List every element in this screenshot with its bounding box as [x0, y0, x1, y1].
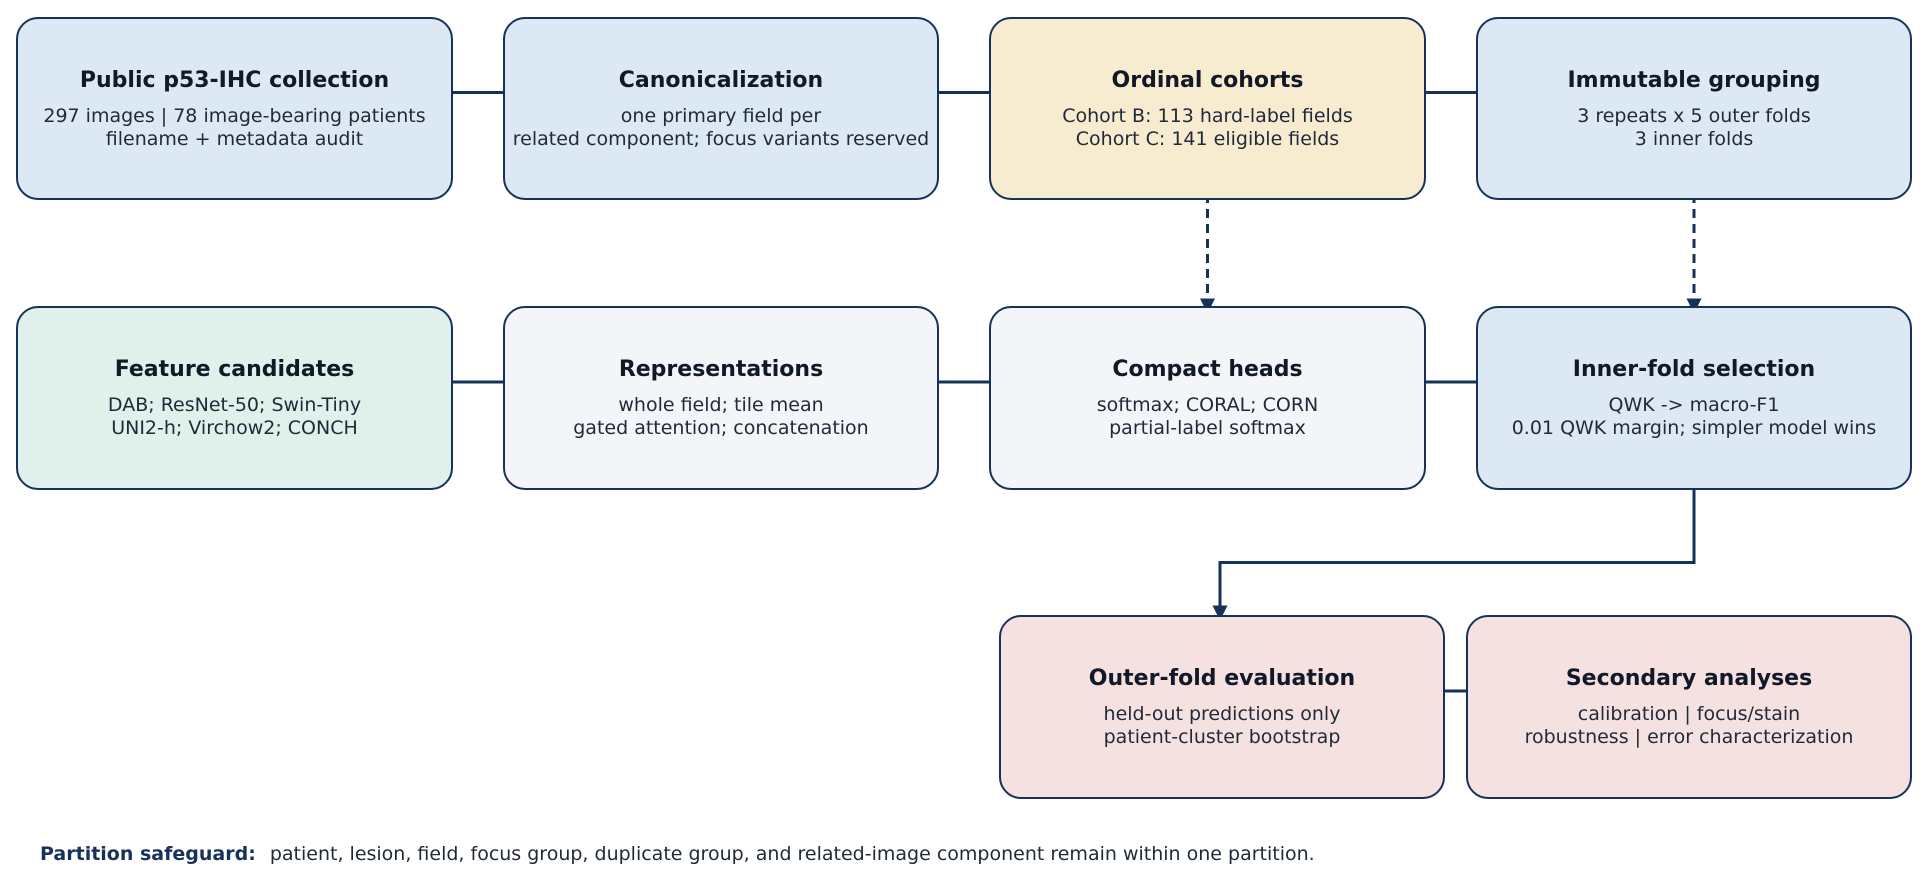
node-detail-line: softmax; CORAL; CORN	[1096, 394, 1319, 416]
node-detail-line: held-out predictions only	[1103, 703, 1341, 725]
node-title: Feature candidates	[114, 357, 355, 382]
node-detail-line: 0.01 QWK margin; simpler model wins	[1511, 417, 1877, 439]
node-title: Secondary analyses	[1565, 666, 1813, 691]
node-detail-line: QWK -> macro-F1	[1608, 394, 1780, 416]
node-detail-line: one primary field per	[620, 104, 822, 127]
node-title: Canonicalization	[618, 67, 824, 93]
node-detail-line: whole field; tile mean	[618, 394, 824, 416]
node-detail-line: 3 repeats x 5 outer folds	[1577, 104, 1811, 127]
node-immutable-grouping: Immutable grouping 3 repeats x 5 outer f…	[1476, 17, 1912, 200]
node-ordinal-cohorts: Ordinal cohorts Cohort B: 113 hard-label…	[989, 17, 1426, 200]
node-detail-line: Cohort C: 141 eligible fields	[1075, 127, 1340, 150]
node-detail-line: 297 images | 78 image-bearing patients	[43, 104, 426, 127]
node-public-p53-ihc-collection: Public p53-IHC collection 297 images | 7…	[16, 17, 453, 200]
node-detail-line: calibration | focus/stain	[1577, 703, 1801, 725]
node-representations: Representations whole field; tile mean g…	[503, 306, 939, 490]
node-inner-fold-selection: Inner-fold selection QWK -> macro-F1 0.0…	[1476, 306, 1912, 490]
node-detail-line: DAB; ResNet-50; Swin-Tiny	[107, 394, 362, 416]
node-title: Representations	[618, 357, 824, 382]
node-detail-line: related component; focus variants reserv…	[512, 127, 930, 150]
arrow-inner-fold-selection-to-outer-fold-evaluation	[1212, 476, 1696, 621]
partition-safeguard-text: patient, lesion, field, focus group, dup…	[269, 843, 1315, 865]
node-canonicalization: Canonicalization one primary field per r…	[503, 17, 939, 200]
node-compact-heads: Compact heads softmax; CORAL; CORN parti…	[989, 306, 1426, 490]
node-detail-line: patient-cluster bootstrap	[1103, 726, 1341, 748]
node-detail-line: robustness | error characterization	[1524, 726, 1854, 748]
partition-safeguard-label: Partition safeguard:	[40, 843, 256, 865]
node-detail-line: gated attention; concatenation	[573, 417, 869, 439]
node-secondary-analyses: Secondary analyses calibration | focus/s…	[1466, 615, 1912, 799]
node-feature-candidates: Feature candidates DAB; ResNet-50; Swin-…	[16, 306, 453, 490]
node-title: Public p53-IHC collection	[79, 67, 390, 93]
node-title: Compact heads	[1112, 357, 1303, 382]
node-detail-line: 3 inner folds	[1634, 127, 1754, 150]
node-title: Inner-fold selection	[1572, 357, 1816, 382]
node-title: Ordinal cohorts	[1111, 67, 1304, 93]
node-outer-fold-evaluation: Outer-fold evaluation held-out predictio…	[999, 615, 1445, 799]
partition-safeguard-note: Partition safeguard: patient, lesion, fi…	[40, 842, 1315, 866]
node-detail-line: partial-label softmax	[1109, 417, 1306, 439]
node-title: Immutable grouping	[1567, 67, 1821, 93]
node-title: Outer-fold evaluation	[1088, 666, 1356, 691]
node-detail-line: UNI2-h; Virchow2; CONCH	[111, 417, 358, 439]
node-detail-line: filename + metadata audit	[105, 127, 364, 150]
node-detail-line: Cohort B: 113 hard-label fields	[1062, 104, 1353, 127]
